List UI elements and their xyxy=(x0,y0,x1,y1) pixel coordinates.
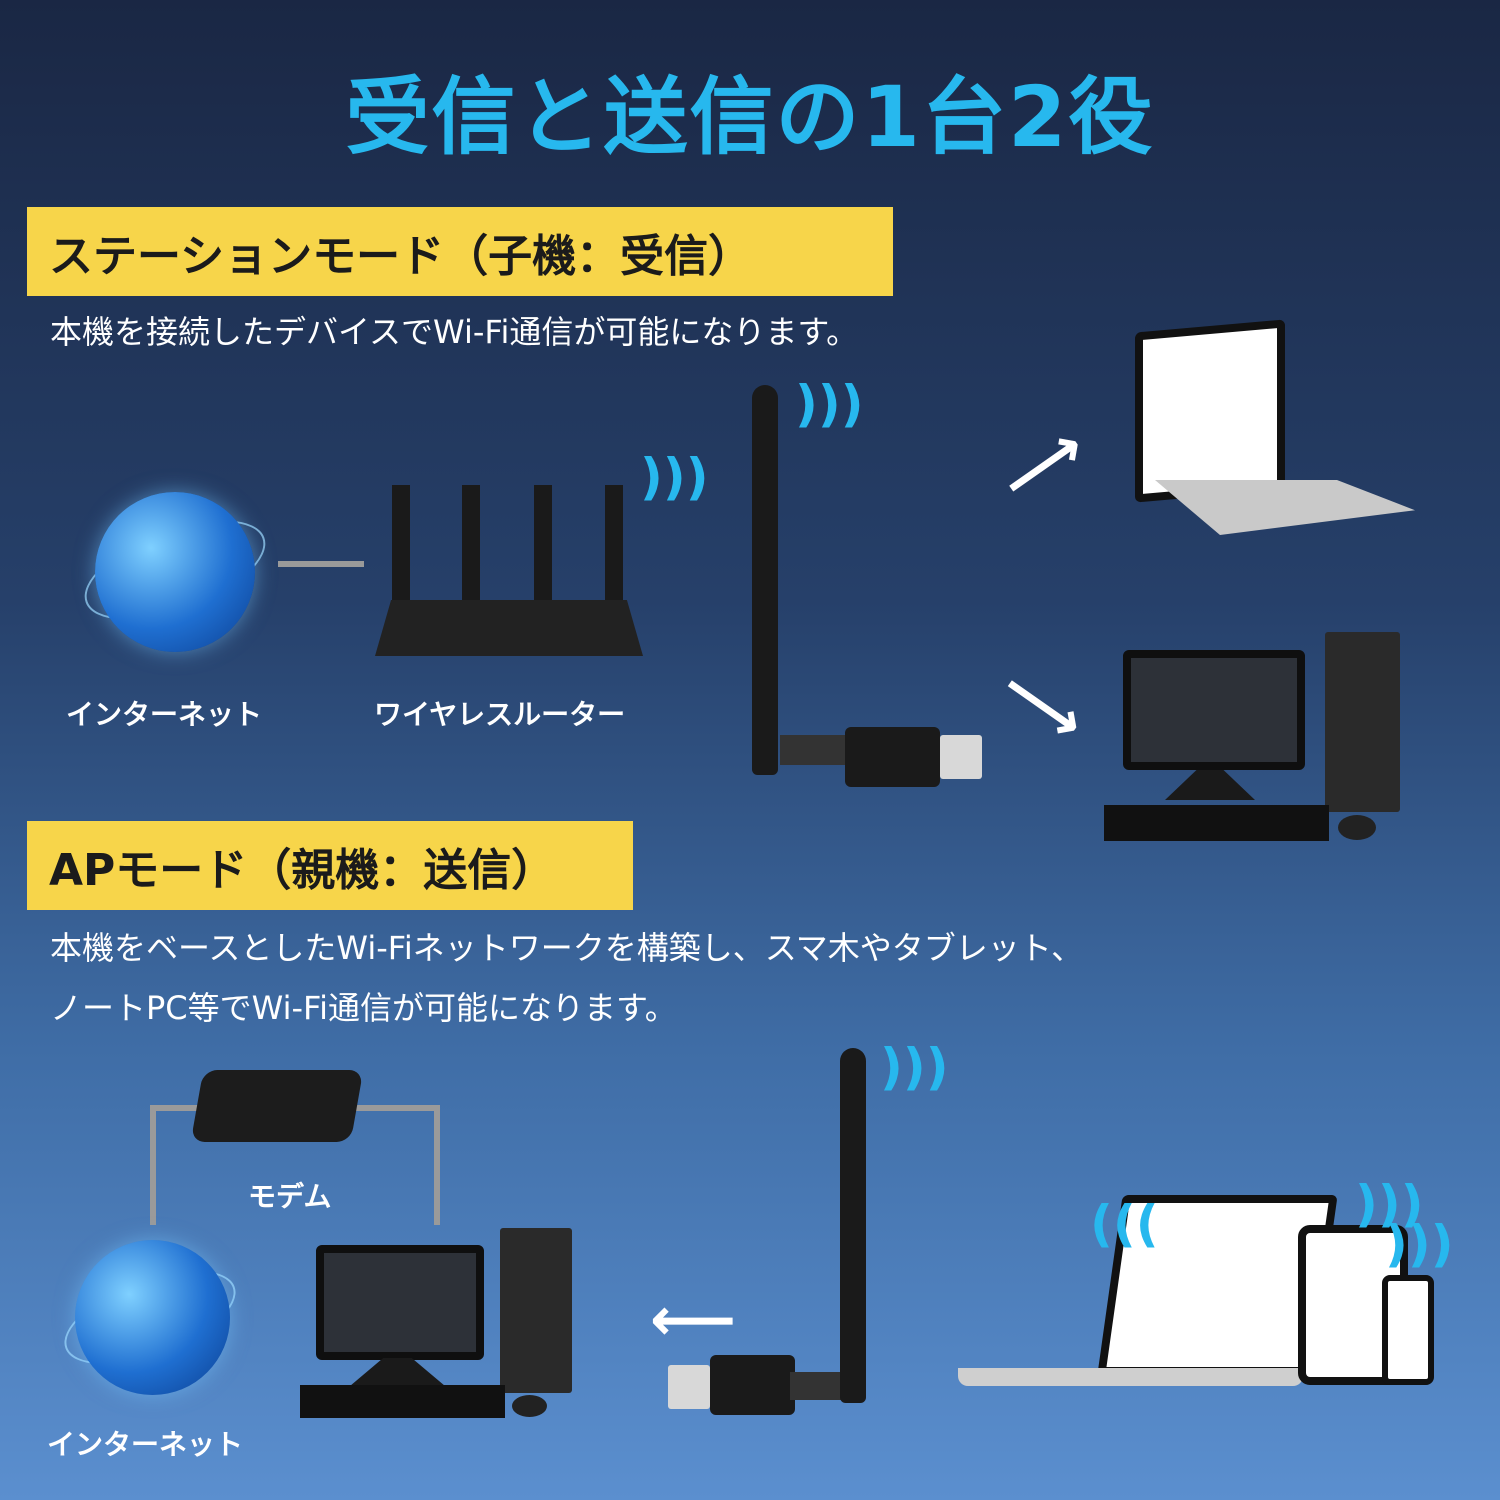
connection-line xyxy=(278,561,364,567)
globe-icon xyxy=(95,492,255,652)
ap-mode-description-line1: 本機をベースとしたWi-Fiネットワークを構築し、スマ木やタブレット、 xyxy=(50,929,1084,967)
modem-icon xyxy=(190,1070,364,1142)
ap-mode-heading: APモード（親機：送信） xyxy=(27,821,633,910)
wifi-signal-icon: ))) xyxy=(1090,1195,1159,1253)
wifi-signal-icon: ))) xyxy=(795,375,864,433)
wifi-signal-icon: ))) xyxy=(640,448,709,506)
router-label: ワイヤレスルーター xyxy=(374,698,626,731)
wifi-signal-icon: ))) xyxy=(1355,1175,1424,1233)
wifi-signal-icon: ))) xyxy=(1385,1215,1454,1273)
arrow-up-right-icon: ⟶ xyxy=(987,411,1099,519)
ap-mode-description-line2: ノートPC等でWi-Fi通信が可能になります。 xyxy=(50,989,677,1027)
internet-label: インターネット xyxy=(47,1428,244,1461)
arrow-left-icon: ⟵ xyxy=(650,1285,737,1355)
internet-label: インターネット xyxy=(66,698,263,731)
arrow-down-right-icon: ⟶ xyxy=(987,651,1099,759)
smartphone-icon xyxy=(1382,1275,1434,1385)
globe-icon xyxy=(75,1240,230,1395)
wifi-signal-icon: ))) xyxy=(880,1038,949,1096)
page-title: 受信と送信の1台2役 xyxy=(345,68,1155,166)
modem-label: モデム xyxy=(248,1180,332,1213)
station-mode-description: 本機を接続したデバイスでWi-Fi通信が可能になります。 xyxy=(50,313,859,351)
station-mode-heading: ステーションモード（子機：受信） xyxy=(27,207,893,296)
